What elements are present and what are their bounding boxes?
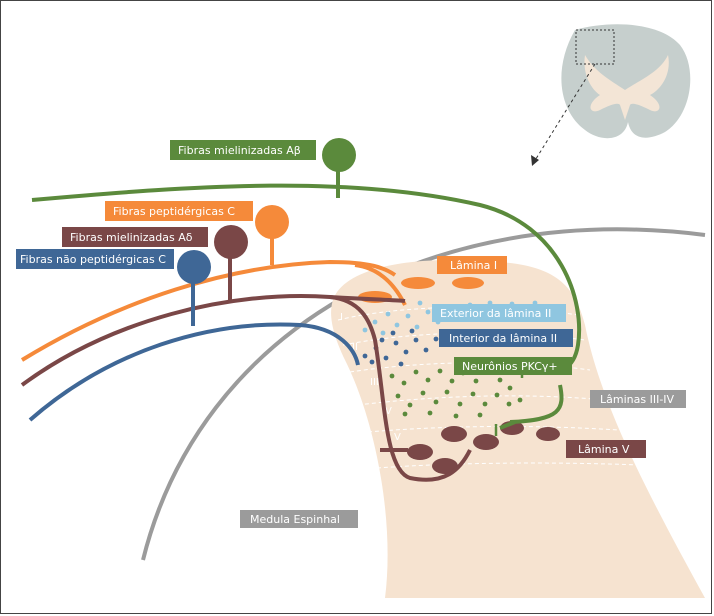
lamina-numeral: I <box>340 312 343 323</box>
peptidergic-c-cell-body <box>255 205 289 239</box>
label-text-pept-c: Fibras peptidérgicas C <box>113 205 235 218</box>
label-medula-espinhal: Medula Espinhal <box>240 510 358 528</box>
ad-cell-body <box>214 225 248 259</box>
label-lamina-v: Lâmina V <box>566 440 646 458</box>
label-text-exterior-lamina-ii: Exterior da lâmina II <box>440 307 551 320</box>
label-fibras-nao-pept-c: Fibras não peptidérgicas C <box>16 249 174 269</box>
lamina-numeral: V <box>394 432 401 443</box>
cross-section-inset <box>531 24 690 166</box>
label-neuronios-pkcy: Neurônios PKCγ+ <box>454 357 572 375</box>
label-text-lamina-i: Lâmina I <box>450 259 497 272</box>
ab-cell-body <box>322 138 356 172</box>
label-interior-lamina-ii: Interior da lâmina II <box>439 329 573 347</box>
label-text-neuronios-pkcy: Neurônios PKCγ+ <box>462 360 558 373</box>
label-text-nao-pept-c: Fibras não peptidérgicas C <box>20 253 166 266</box>
label-text-ad: Fibras mielinizadas Aδ <box>70 231 193 244</box>
label-text-medula-espinhal: Medula Espinhal <box>250 513 340 526</box>
label-text-lamina-v: Lâmina V <box>578 443 630 456</box>
lamina-numeral: III <box>370 377 379 388</box>
label-fibras-ab: Fibras mielinizadas Aβ <box>170 140 316 160</box>
label-text-interior-lamina-ii: Interior da lâmina II <box>449 332 557 345</box>
label-laminas-iii-iv: Lâminas III-IV <box>590 390 686 408</box>
non-peptidergic-c-cell-body <box>177 250 211 284</box>
label-lamina-i: Lâmina I <box>437 256 507 274</box>
label-fibras-ad: Fibras mielinizadas Aδ <box>62 227 208 247</box>
label-text-laminas-iii-iv: Lâminas III-IV <box>600 393 675 406</box>
label-exterior-lamina-ii: Exterior da lâmina II <box>432 304 566 322</box>
label-text-ab: Fibras mielinizadas Aβ <box>178 144 301 157</box>
label-fibras-pept-c: Fibras peptidérgicas C <box>105 201 253 221</box>
